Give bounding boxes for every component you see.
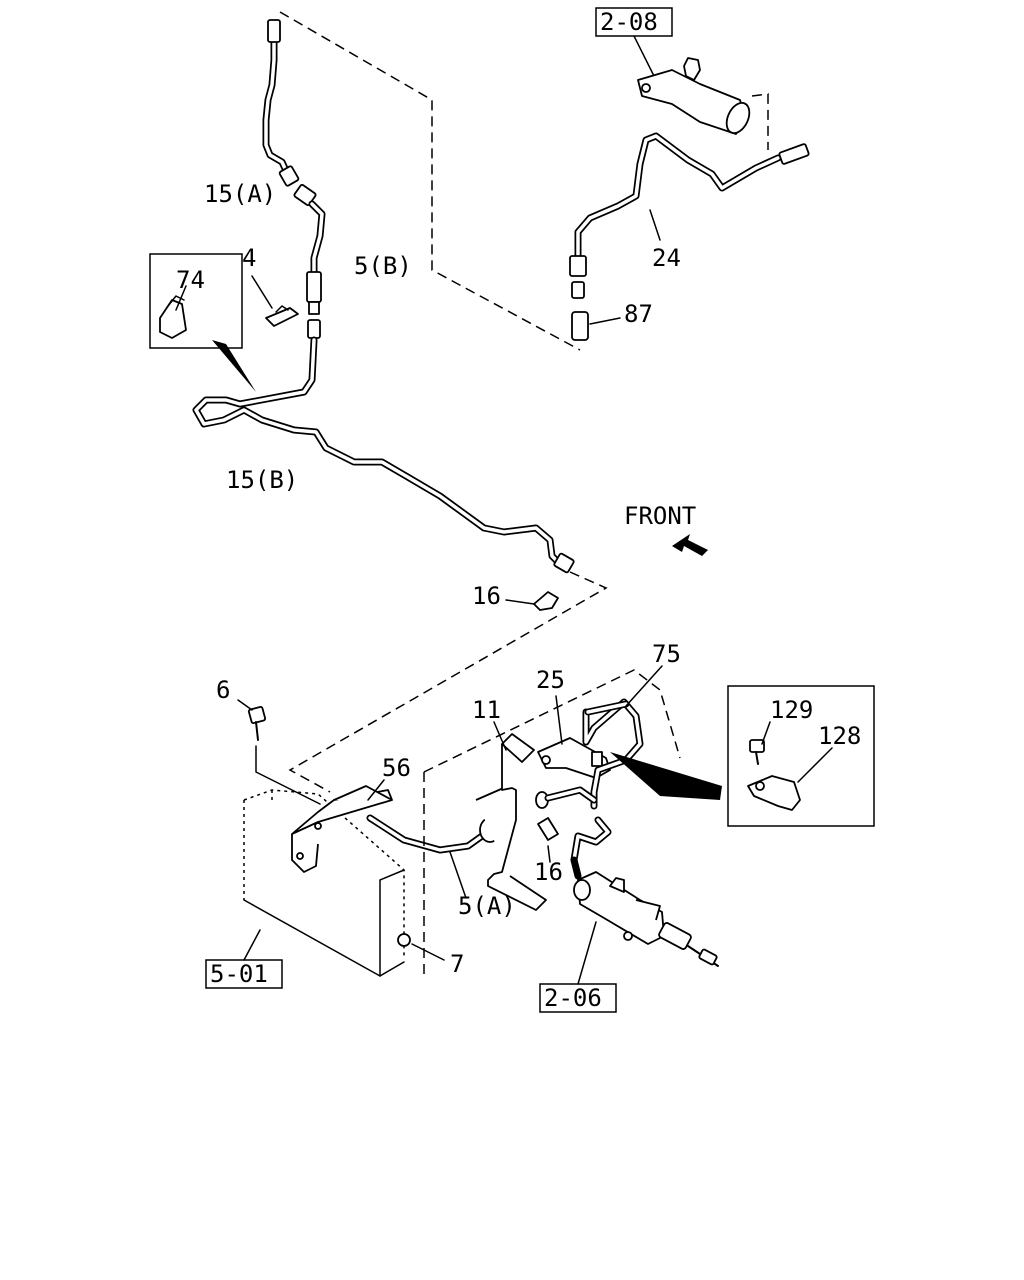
label-74: 74 (176, 266, 205, 294)
label-15a: 15(A) (204, 180, 276, 208)
bracket-11 (475, 733, 547, 911)
leader-6 (237, 699, 253, 711)
frame-member (243, 789, 405, 977)
leader-128 (797, 747, 833, 783)
detail-box-74 (149, 253, 243, 349)
pipe-15b (192, 336, 575, 574)
nut-7 (397, 933, 411, 947)
pipe-75 (570, 698, 644, 864)
leader-56 (367, 779, 385, 801)
clutch-master-cylinder (637, 57, 751, 135)
label-front: FRONT (624, 502, 696, 530)
label-16-upper: 16 (472, 582, 501, 610)
label-129: 129 (770, 696, 813, 724)
guide-line-middle (288, 571, 608, 793)
label-11: 11 (472, 696, 501, 724)
label-5b: 5(B) (354, 252, 412, 280)
guide-line-2-08 (751, 93, 769, 150)
label-75: 75 (652, 640, 681, 668)
clip-74 (159, 295, 187, 339)
pointer-74 (212, 340, 256, 392)
label-24: 24 (652, 244, 681, 272)
leader-5-01 (243, 929, 261, 961)
leader-74 (175, 285, 187, 311)
detail-box-128-129 (727, 685, 875, 827)
label-15b: 15(B) (226, 466, 298, 494)
label-2-08: 2-08 (600, 8, 658, 36)
hose-5a (366, 814, 501, 854)
pipe-15a (262, 19, 300, 187)
label-5-01: 5-01 (210, 960, 268, 988)
hose-connector (535, 786, 598, 809)
part-25 (537, 737, 611, 779)
front-arrow-icon (672, 534, 708, 556)
leader-87 (589, 317, 621, 325)
hose-5b (293, 183, 326, 339)
guide-line-6 (255, 745, 321, 805)
leader-129 (761, 721, 771, 745)
leader-4 (251, 275, 273, 309)
bracket-56 (291, 785, 393, 873)
guide-line-top (279, 11, 581, 351)
bolt-6 (247, 705, 267, 741)
leader-2-08 (633, 35, 655, 77)
label-128: 128 (818, 722, 861, 750)
clamp-128 (747, 775, 801, 811)
leader-75 (625, 665, 663, 707)
label-4: 4 (242, 244, 256, 272)
label-87: 87 (624, 300, 653, 328)
label-2-06: 2-06 (544, 984, 602, 1012)
leader-16-lower (547, 845, 551, 863)
label-6: 6 (216, 676, 230, 704)
guide-line-lower-top (423, 669, 681, 773)
pointer-128 (610, 752, 722, 800)
bolt-129 (749, 739, 765, 765)
label-56: 56 (382, 754, 411, 782)
clip-16-lower (537, 817, 559, 841)
label-25: 25 (536, 666, 565, 694)
label-7: 7 (450, 950, 464, 978)
label-16-lower: 16 (534, 858, 563, 886)
part-87 (571, 311, 589, 341)
leader-24 (649, 209, 661, 241)
leader-25 (555, 695, 563, 745)
clip-16-upper (533, 591, 559, 611)
leader-16-upper (505, 599, 535, 605)
leader-7 (411, 943, 445, 961)
clip-4 (265, 305, 299, 327)
leader-11 (493, 721, 507, 751)
leader-5a (449, 851, 467, 899)
label-5a: 5(A) (458, 892, 516, 920)
pipe-24 (569, 132, 810, 299)
leader-2-06 (577, 921, 597, 985)
clutch-slave-cylinder (570, 856, 719, 967)
